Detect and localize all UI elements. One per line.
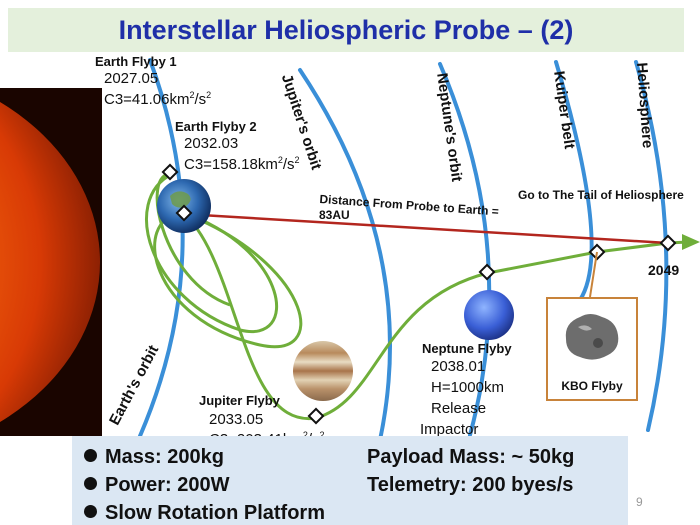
distance-value: 83AU [319, 208, 350, 222]
spec-mass-text: Mass: 200kg [105, 446, 224, 468]
c3-mid: /s [194, 91, 207, 108]
bullet-icon [84, 477, 97, 491]
spec-power-text: Power: 200W [105, 474, 230, 496]
waypoint-diamond-icon [175, 204, 193, 222]
kuiper-orbit [554, 60, 594, 302]
spec-mass: Mass: 200kg [84, 446, 224, 469]
spec-telemetry: Telemetry: 200 byes/s [367, 474, 574, 496]
spec-power: Power: 200W [84, 474, 229, 497]
neptune-flyby-impactor: Impactor [420, 421, 479, 438]
spec-rotation-text: Slow Rotation Platform [105, 502, 325, 524]
jupiter-planet-icon [293, 341, 353, 401]
waypoint-diamond-icon [307, 407, 325, 425]
earth-orbit [138, 58, 185, 438]
trajectory-to-neptune [315, 271, 489, 420]
spec-payload: Payload Mass: ~ 50kg [367, 446, 575, 468]
neptune-flyby-altitude: H=1000km [431, 379, 504, 396]
kbo-asteroid-icon [565, 314, 619, 360]
jupiter-orbit [298, 68, 392, 442]
neptune-flyby-date: 2038.01 [431, 358, 486, 375]
c3-sup: 2 [319, 430, 325, 440]
kbo-connector [589, 251, 598, 298]
waypoint-diamond-icon [161, 163, 179, 181]
neptune-flyby-title: Neptune Flyby [422, 341, 512, 356]
neptune-orbit [438, 62, 492, 437]
c3-sup: 2 [277, 155, 283, 165]
jupiter-flyby-date: 2033.05 [209, 411, 264, 428]
arrowhead-icon [682, 234, 700, 250]
spec-panel: Mass: 200kg Power: 200W Slow Rotation Pl… [72, 436, 628, 525]
page-number: 9 [636, 495, 643, 509]
c3-mid: /s [282, 156, 295, 173]
bullet-icon [84, 449, 97, 463]
earth-loop-3 [155, 172, 231, 307]
tail-label: Go to The Tail of Heliosphere [518, 188, 684, 202]
earth-loop-2 [153, 210, 303, 349]
sun-disc [0, 102, 100, 422]
waypoint-diamond-icon [478, 263, 496, 281]
earth-flyby-2-c3: C3=158.18km2/s2 [184, 155, 300, 173]
neptune-flyby-release: Release [431, 400, 487, 417]
earth-flyby-1-c3: C3=41.06km2/s2 [104, 90, 211, 108]
slide-title: Interstellar Heliospheric Probe – (2) [118, 15, 574, 45]
c3-sup: 2 [206, 90, 212, 100]
bullet-icon [84, 505, 97, 519]
jupiter-flyby-title: Jupiter Flyby [199, 393, 280, 408]
neptune-planet-icon [464, 290, 514, 340]
c3-sup: 2 [294, 155, 300, 165]
title-bar: Interstellar Heliospheric Probe – (2) [8, 8, 684, 52]
c3-sup: 2 [189, 90, 195, 100]
earth-flyby-1-date: 2027.05 [104, 70, 159, 87]
trajectory-to-kbo [487, 250, 598, 275]
c3-sup: 2 [302, 430, 308, 440]
trajectory-to-jupiter [181, 210, 317, 420]
earth-flyby-2-title: Earth Flyby 2 [175, 119, 257, 134]
earth-continent [170, 191, 191, 208]
kbo-flyby-box: KBO Flyby [546, 297, 638, 401]
waypoint-diamond-icon [659, 234, 677, 252]
c3-prefix: C3=41.06km [104, 91, 190, 108]
kbo-flyby-label: KBO Flyby [561, 379, 623, 393]
earth-flyby-1-title: Earth Flyby 1 [95, 54, 177, 69]
earth-flyby-2-date: 2032.03 [184, 135, 239, 152]
distance-line [183, 212, 669, 245]
end-year: 2049 [648, 262, 680, 278]
spec-rotation: Slow Rotation Platform [84, 502, 325, 525]
c3-prefix: C3=158.18km [184, 156, 278, 173]
